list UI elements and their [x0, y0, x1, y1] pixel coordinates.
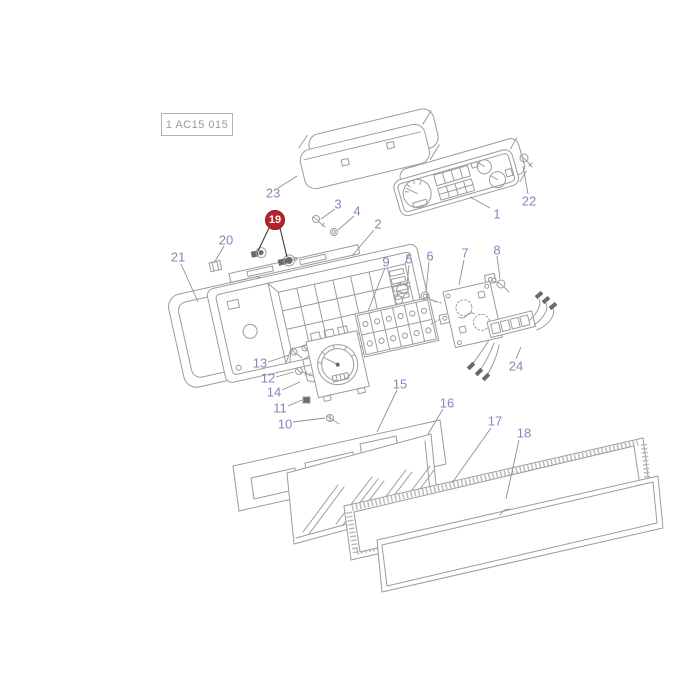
part-label-17: 17: [487, 413, 503, 429]
part-12-screw: [295, 367, 314, 377]
part-24-wiring-harness: [466, 290, 558, 382]
part-22-screw: [519, 153, 533, 168]
part-label-5: 5: [405, 251, 413, 267]
part-14-tachometer: [302, 325, 370, 402]
part-label-3: 3: [334, 196, 342, 212]
part-7-circuit-board: [429, 272, 503, 349]
part-5-bulb-holder: [394, 282, 410, 305]
part-8-screw: [491, 277, 510, 293]
part-1-instrument-cluster: [393, 137, 527, 217]
part-label-10: 10: [277, 416, 293, 432]
part-label-14: 14: [266, 384, 282, 400]
part-18-outer-lens: [376, 475, 664, 593]
part-label-12: 12: [260, 370, 276, 386]
part-20-clip: [208, 260, 223, 273]
part-3-screw: [312, 215, 326, 228]
part-23-cover: [298, 108, 440, 190]
figure-reference-box: 1 AC15 015: [161, 113, 233, 136]
part-label-2: 2: [374, 216, 382, 232]
part-label-1: 1: [493, 206, 501, 222]
part-label-11: 11: [273, 400, 287, 416]
part-label-20: 20: [218, 232, 234, 248]
part-label-13: 13: [252, 355, 268, 371]
part-label-6: 6: [426, 248, 434, 264]
part-label-24: 24: [508, 358, 524, 374]
part-label-15: 15: [392, 376, 408, 392]
part-label-18: 18: [516, 425, 532, 441]
part-10-screw: [326, 414, 340, 425]
part-4-washer: [330, 228, 338, 236]
part-label-16: 16: [439, 395, 455, 411]
part-19-bulb-socket-b: [277, 254, 298, 267]
leader-lines: [180, 165, 529, 500]
selected-part-highlight-19[interactable]: 19: [265, 210, 285, 230]
part-6-nut: [420, 291, 442, 304]
part-11-clip: [302, 396, 311, 404]
part-label-9: 9: [382, 254, 390, 270]
part-label-22: 22: [521, 193, 537, 209]
part-label-23: 23: [265, 185, 281, 201]
part-label-21: 21: [170, 249, 186, 265]
part-label-7: 7: [461, 245, 469, 261]
part-9-symbol-strip: [354, 296, 440, 358]
part-label-4: 4: [353, 203, 361, 219]
part-label-8: 8: [493, 242, 501, 258]
